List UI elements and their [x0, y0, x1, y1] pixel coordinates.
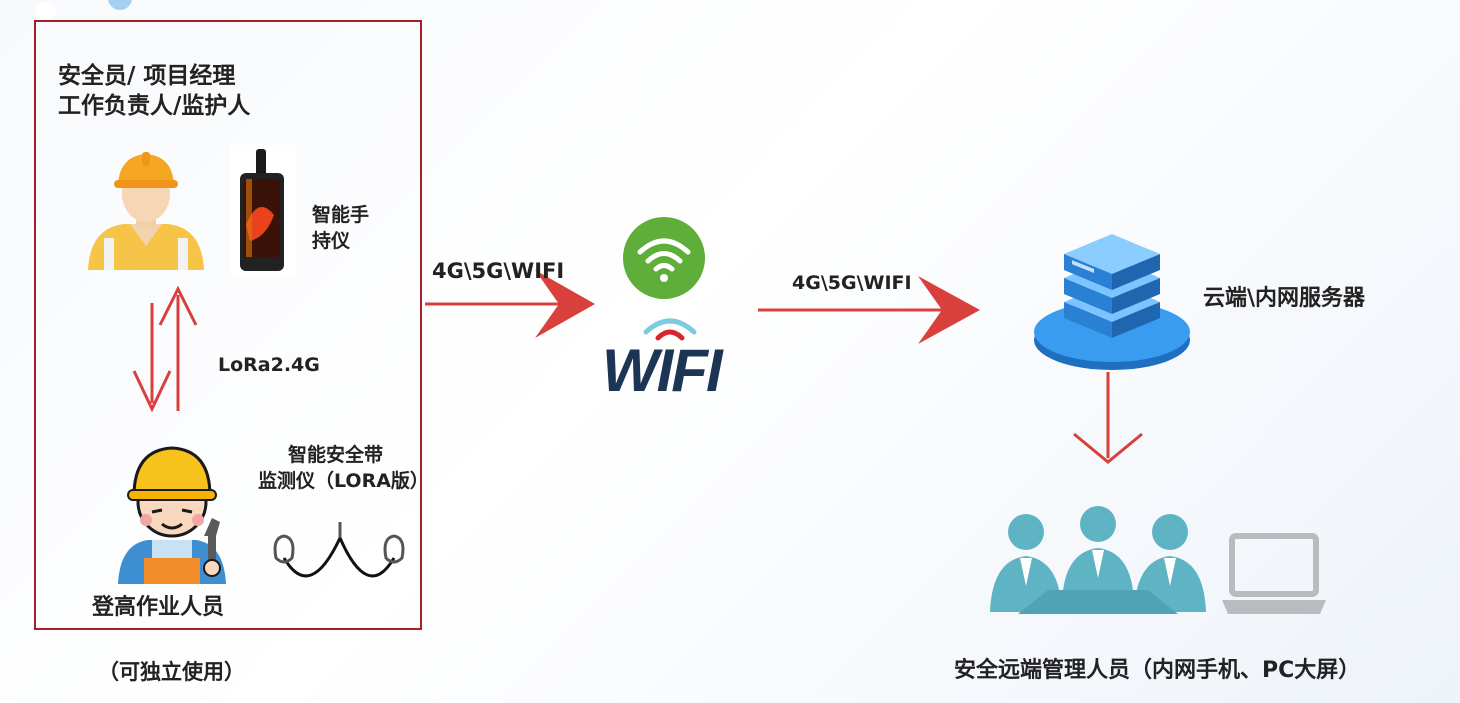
lora-arrows	[132, 285, 198, 413]
management-people-icon	[990, 506, 1206, 614]
link2-label: 4G\5G\WIFI	[792, 272, 912, 294]
supervisor-icon	[88, 152, 204, 270]
belt-label-line1: 智能安全带	[288, 444, 384, 466]
link1-label: 4G\5G\WIFI	[432, 259, 565, 283]
handheld-label-line2: 持仪	[312, 230, 351, 252]
belt-label-line2: 监测仪（LORA版）	[258, 470, 429, 492]
lora-link-label: LoRa2.4G	[218, 354, 320, 376]
wifi-logo-text: WIFI	[602, 337, 723, 404]
handheld-label-line1: 智能手	[312, 204, 370, 226]
link-arrow-2	[758, 276, 980, 344]
server-icon	[1034, 234, 1190, 370]
management-label: 安全远端管理人员（内网手机、PC大屏）	[954, 658, 1361, 683]
link-arrow-3	[1073, 372, 1143, 464]
standalone-note: （可独立使用）	[98, 660, 245, 684]
worker-label: 登高作业人员	[92, 595, 225, 620]
server-label: 云端\内网服务器	[1203, 286, 1366, 311]
worker-icon	[118, 446, 226, 584]
laptop-icon	[1222, 533, 1326, 614]
wifi-signal-icon	[623, 217, 705, 299]
roles-line2: 工作负责人/监护人	[58, 93, 251, 119]
roles-line1: 安全员/ 项目经理	[58, 63, 236, 89]
decor-bubbles	[36, 0, 132, 22]
standalone-system-frame	[34, 20, 422, 630]
handheld-device-icon	[230, 145, 296, 275]
wifi-logo-icon	[643, 318, 697, 341]
link-arrow-1	[425, 270, 595, 338]
safety-belt-icon	[273, 522, 405, 578]
